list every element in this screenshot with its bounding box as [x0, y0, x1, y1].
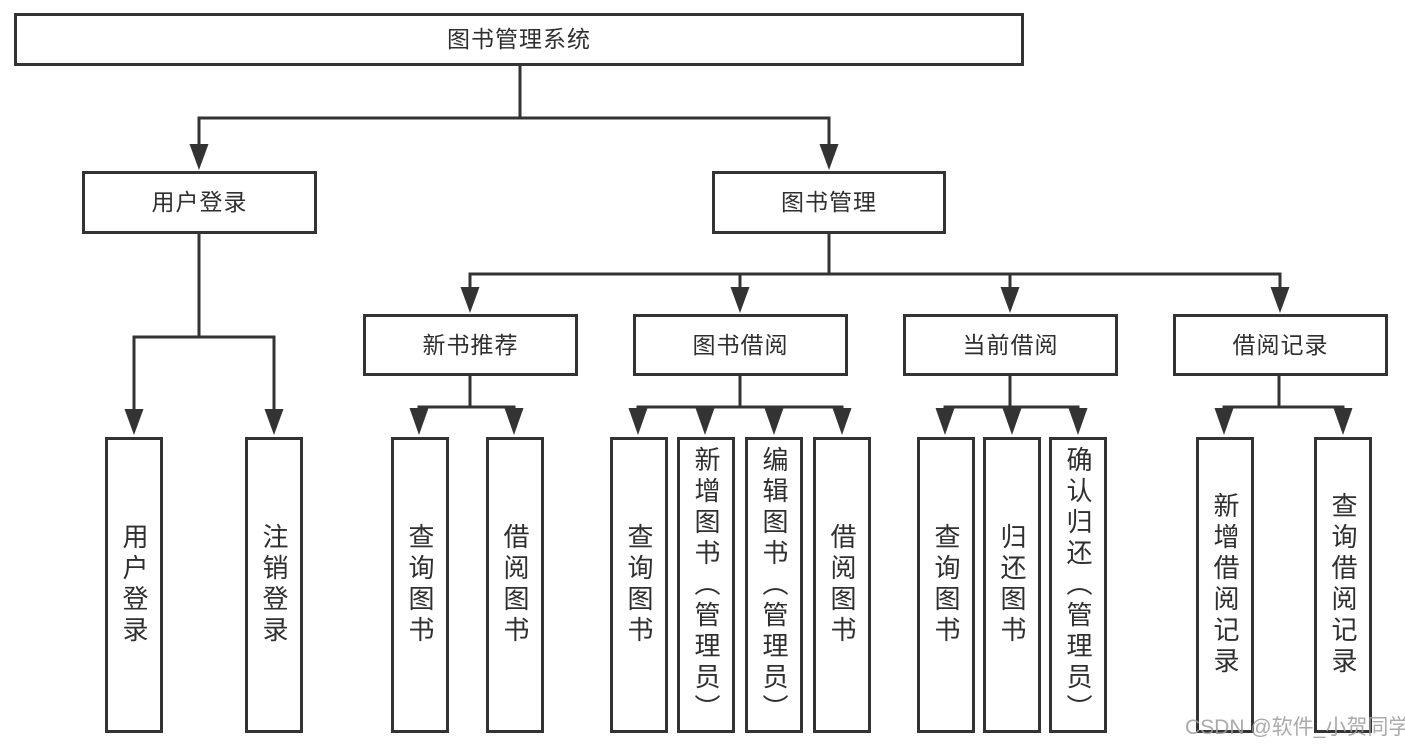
- leaf-confirm-return-admin: 确认归还（管理员）: [1049, 437, 1107, 733]
- leaf-add-books-admin: 新增图书（管理员）: [677, 437, 735, 733]
- node-label: 当前借阅: [962, 331, 1059, 358]
- leaf-logout: 注销登录: [245, 437, 303, 733]
- leaf-query-books-borrow: 查询图书: [610, 437, 668, 733]
- node-new-book-recommendation: 新书推荐: [363, 314, 578, 376]
- arrowheads: [124, 144, 1353, 435]
- node-user-login: 用户登录: [82, 171, 317, 234]
- node-current-borrowing: 当前借阅: [903, 314, 1118, 376]
- node-label: 注销登录: [259, 523, 289, 647]
- leaf-query-borrow-record: 查询借阅记录: [1314, 437, 1372, 733]
- node-label: 新增借阅记录: [1210, 492, 1240, 678]
- node-label: 借阅图书: [500, 523, 530, 647]
- node-label: 图书管理: [781, 189, 877, 215]
- leaf-query-books-recommend: 查询图书: [391, 437, 449, 733]
- node-borrowing-records: 借阅记录: [1173, 314, 1388, 376]
- node-library-management-system: 图书管理系统: [14, 13, 1024, 66]
- csdn-watermark: CSDN @软件_小贺同学: [1185, 716, 1405, 739]
- leaf-borrow-books: 借阅图书: [813, 437, 871, 733]
- node-label: 用户登录: [151, 189, 248, 215]
- node-label: 编辑图书（管理员）: [759, 445, 789, 725]
- node-label: 归还图书: [997, 523, 1027, 647]
- node-label: 图书管理系统: [447, 26, 591, 52]
- leaf-user-login: 用户登录: [105, 437, 163, 733]
- node-label: 查询借阅记录: [1328, 492, 1358, 678]
- leaf-edit-books-admin: 编辑图书（管理员）: [745, 437, 803, 733]
- leaf-add-borrow-record: 新增借阅记录: [1196, 437, 1254, 733]
- node-label: 借阅记录: [1232, 331, 1329, 358]
- leaf-query-books-current: 查询图书: [917, 437, 975, 733]
- node-label: 查询图书: [405, 523, 435, 647]
- node-book-borrowing: 图书借阅: [633, 314, 848, 376]
- node-label: 新增图书（管理员）: [691, 445, 721, 725]
- node-label: 查询图书: [624, 523, 654, 647]
- leaf-return-books: 归还图书: [983, 437, 1041, 733]
- node-label: 图书借阅: [692, 331, 789, 358]
- leaf-borrow-books-recommend: 借阅图书: [486, 437, 544, 733]
- node-label: 查询图书: [931, 523, 961, 647]
- node-label: 确认归还（管理员）: [1063, 445, 1093, 725]
- node-label: 借阅图书: [827, 523, 857, 647]
- node-label: 新书推荐: [422, 331, 519, 358]
- node-book-management: 图书管理: [712, 171, 946, 234]
- node-label: 用户登录: [119, 523, 149, 647]
